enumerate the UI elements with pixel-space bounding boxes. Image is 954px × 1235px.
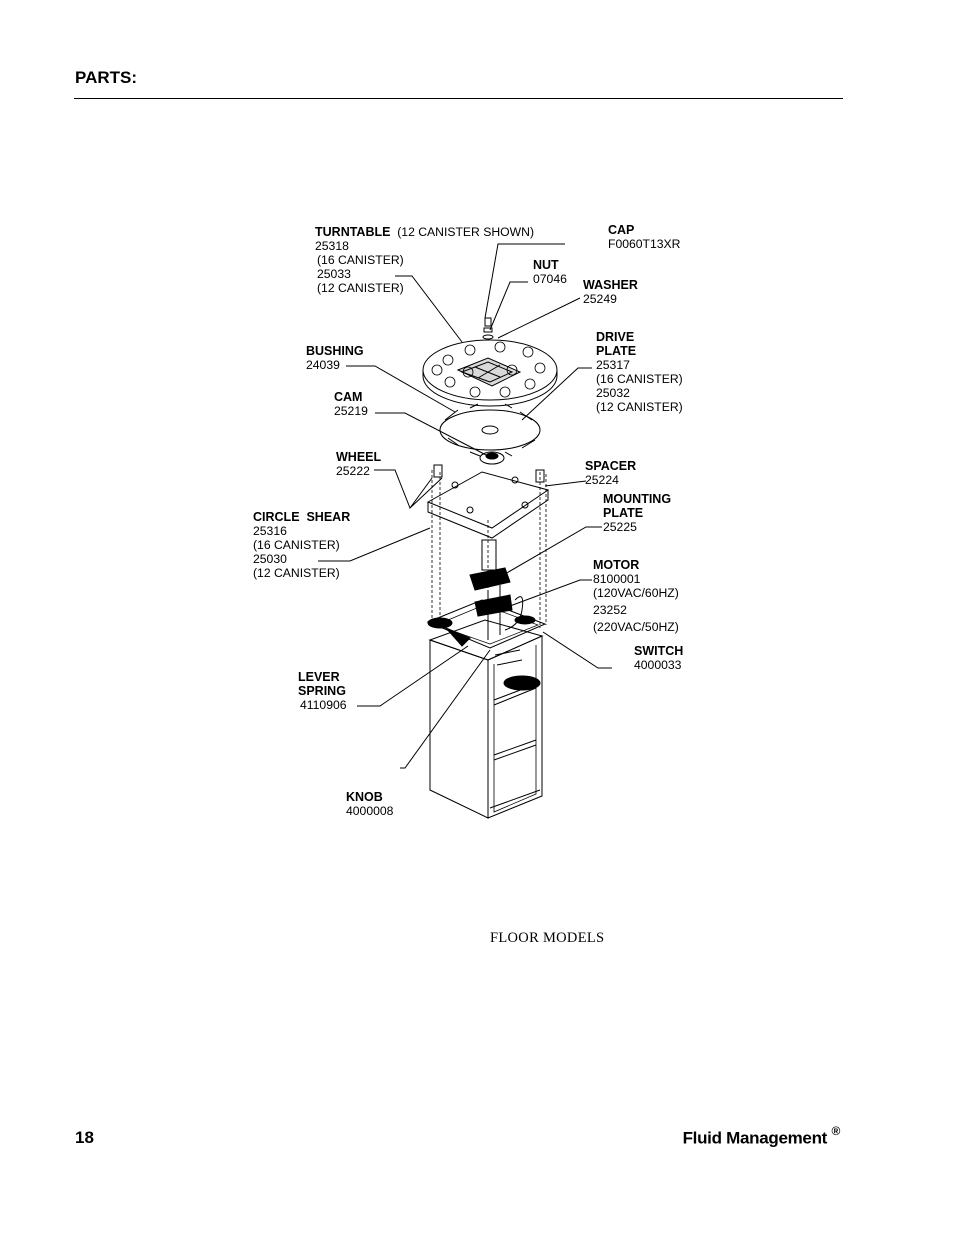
lever-spring-name-2: SPRING [298, 684, 346, 698]
knob-callout: KNOB 4000008 [346, 790, 393, 818]
figure-caption: FLOOR MODELS [490, 930, 605, 946]
mounting-plate-callout: MOUNTING PLATE 25225 [603, 492, 671, 534]
registered-mark: ® [831, 1124, 840, 1138]
washer-part-number: 25249 [583, 292, 617, 306]
turntable-note: (12 CANISTER SHOWN) [397, 225, 535, 239]
motor-callout: MOTOR 8100001 (120VAC/60HZ) 23252 (220VA… [593, 558, 679, 634]
drive-plate-name-1: DRIVE [596, 330, 635, 344]
circle-shear-line-1: 25316 [253, 524, 287, 538]
mounting-plate-name-1: MOUNTING [603, 492, 672, 506]
cabinet-drawing [428, 619, 544, 819]
motor-drawing [469, 539, 524, 640]
cap-name: CAP [608, 223, 635, 237]
nut-callout: NUT 07046 [533, 258, 567, 286]
spacer-name: SPACER [585, 459, 637, 473]
washer-name: WASHER [583, 278, 638, 292]
circle-shear-callout: CIRCLE SHEAR 25316 (16 CANISTER) 25030 (… [253, 510, 350, 580]
spacer-part-number: 25224 [585, 473, 619, 487]
page-number: 18 [75, 1128, 94, 1147]
drive-plate-line-1: 25317 [596, 358, 630, 372]
lever-spring-callout: LEVER SPRING 4110906 [298, 670, 347, 712]
switch-callout: SWITCH 4000033 [634, 644, 683, 672]
motor-line-3: 23252 [593, 603, 627, 617]
knob-name: KNOB [346, 790, 383, 804]
leader-lines [318, 243, 612, 769]
drive-plate-name-2: PLATE [596, 344, 637, 358]
knob-part-number: 4000008 [346, 804, 394, 818]
mounting-plate-name-2: PLATE [603, 506, 644, 520]
bushing-callout: BUSHING 24039 [306, 344, 364, 372]
lever-spring-part-number: 4110906 [300, 698, 347, 712]
circle-shear-name: CIRCLE SHEAR [253, 510, 351, 524]
motor-line-4: (220VAC/50HZ) [593, 620, 679, 634]
header-rule [74, 98, 843, 99]
circle-shear-line-3: 25030 [253, 552, 287, 566]
wheel-name: WHEEL [336, 450, 382, 464]
drive-plate-line-4: (12 CANISTER) [596, 400, 683, 414]
washer-callout: WASHER 25249 [583, 278, 638, 306]
turntable-drawing [422, 339, 558, 407]
motor-name: MOTOR [593, 558, 640, 572]
turntable-callout: TURNTABLE (12 CANISTER SHOWN) 25318 (16 … [315, 225, 534, 295]
wheel-drawing [479, 451, 505, 465]
lever-spring-name-1: LEVER [298, 670, 340, 684]
mounting-plate-part-number: 25225 [603, 520, 637, 534]
cam-part-number: 25219 [334, 404, 368, 418]
drive-plate-callout: DRIVE PLATE 25317 (16 CANISTER) 25032 (1… [596, 330, 683, 414]
bushing-name: BUSHING [306, 344, 364, 358]
circle-shear-line-2: (16 CANISTER) [253, 538, 340, 552]
turntable-line-1: 25318 [315, 239, 349, 253]
page-header-title: PARTS: [75, 68, 138, 87]
brand-name: Fluid Management [682, 1128, 828, 1148]
cam-callout: CAM 25219 [334, 390, 368, 418]
wheel-callout: WHEEL 25222 [336, 450, 381, 478]
motor-line-2: (120VAC/60HZ) [593, 586, 679, 600]
turntable-line-2: (16 CANISTER) [317, 253, 404, 267]
spacer-callout: SPACER 25224 [585, 459, 636, 487]
switch-name: SWITCH [634, 644, 684, 658]
cam-name: CAM [334, 390, 363, 404]
motor-line-1: 8100001 [593, 572, 641, 586]
nut-part-number: 07046 [533, 272, 567, 286]
nut-name: NUT [533, 258, 559, 272]
turntable-line-4: (12 CANISTER) [317, 281, 404, 295]
circle-shear-line-4: (12 CANISTER) [253, 566, 340, 580]
cap-callout: CAP F0060T13XR [608, 223, 681, 251]
drive-plate-line-2: (16 CANISTER) [596, 372, 683, 386]
drive-plate-line-3: 25032 [596, 386, 630, 400]
turntable-name: TURNTABLE [315, 225, 391, 239]
footer-brand: Fluid Management ® [682, 1124, 841, 1149]
mounting-plate-drawing [426, 464, 550, 539]
turntable-line-3: 25033 [317, 267, 351, 281]
switch-part-number: 4000033 [634, 658, 682, 672]
cap-part-number: F0060T13XR [608, 237, 681, 251]
wheel-part-number: 25222 [336, 464, 370, 478]
lever-switch-drawing [427, 615, 541, 691]
bushing-part-number: 24039 [306, 358, 340, 372]
cap-nut-washer-drawing [482, 317, 494, 340]
